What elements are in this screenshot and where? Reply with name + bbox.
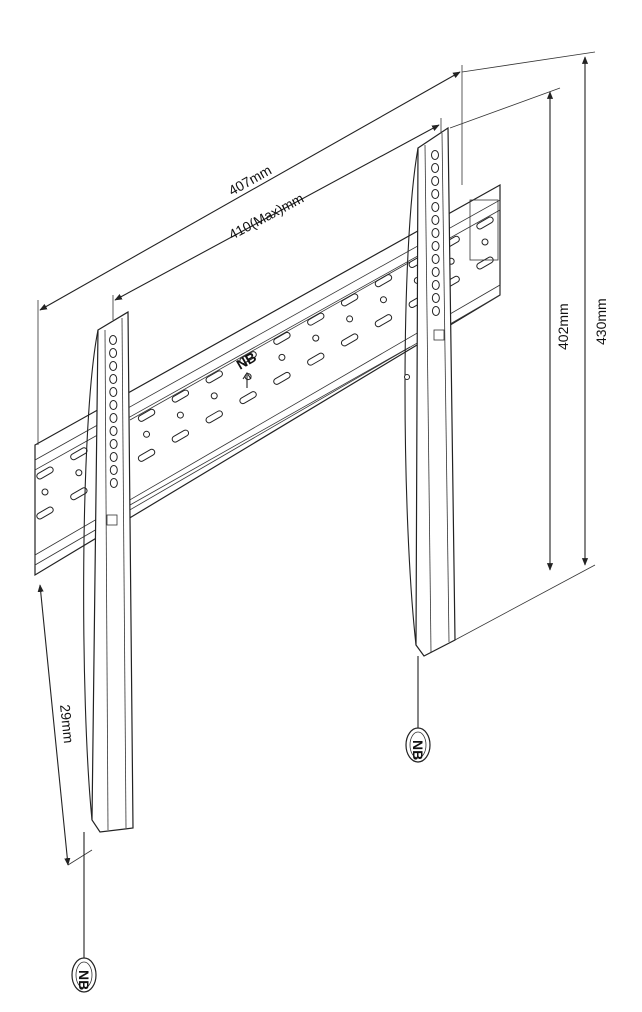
plate-hole [312,334,320,342]
mount-hole [431,150,439,160]
svg-text:NB: NB [76,970,92,990]
mount-hole [431,280,440,290]
plate-hole [41,488,49,496]
plate-slot [70,487,88,501]
svg-text:NB: NB [410,740,426,760]
dimension-height: 402mm 430mm [449,51,609,641]
plate-slot [36,506,54,520]
mount-hole [431,163,440,173]
plate-hole [346,315,354,323]
plate-slot [171,389,190,403]
plate-hole [481,238,489,246]
mount-hole [431,254,440,264]
mount-hole [431,189,440,199]
mount-hole [109,348,118,358]
mount-hole [109,374,118,384]
plate-slot [137,448,156,462]
svg-text:402mm: 402mm [555,303,571,350]
svg-text:430mm: 430mm [593,298,609,345]
dimension-offset: 29mm [37,584,93,866]
mount-hole [109,335,117,345]
plate-slot [36,466,54,480]
pull-cord-left[interactable]: NB [71,832,97,993]
mount-hole [109,452,118,462]
mount-hole [431,215,440,225]
mount-hole [431,176,440,186]
plate-slot [340,333,359,347]
plate-slot [273,371,291,385]
mount-hole [431,267,440,277]
plate-slot [239,391,257,405]
svg-text:29mm: 29mm [57,704,77,744]
mount-hole [109,361,118,371]
right-arm [404,126,456,657]
mount-hole [431,306,440,316]
mount-hole [431,202,440,212]
plate-slot [374,314,393,328]
mount-hole [431,293,440,303]
plate-slot [476,216,494,230]
mount-hole [109,426,118,436]
plate-hole [176,411,184,419]
plate-slot [205,370,223,384]
plate-slot [137,408,156,422]
plate-slot [205,410,223,424]
plate-slot [171,429,190,443]
svg-text:407mm: 407mm [226,162,275,199]
plate-hole [278,353,286,361]
mount-hole [431,228,440,238]
plate-slot [307,312,325,326]
plate-slot [239,351,257,365]
plate-hole [75,469,83,477]
mount-hole [109,387,118,397]
mount-hole [109,478,118,488]
plate-slot [307,352,325,366]
plate-hole [143,430,151,438]
left-arm [83,310,134,833]
plate-hole [379,296,387,304]
plate-slot [273,331,291,345]
plate-hole [210,392,218,400]
mount-hole [109,465,118,475]
mount-hole [109,400,118,410]
mount-hole [109,413,118,423]
mount-hole [109,439,118,449]
mount-hole [431,241,440,251]
pull-cord-right[interactable]: NB [405,656,431,763]
